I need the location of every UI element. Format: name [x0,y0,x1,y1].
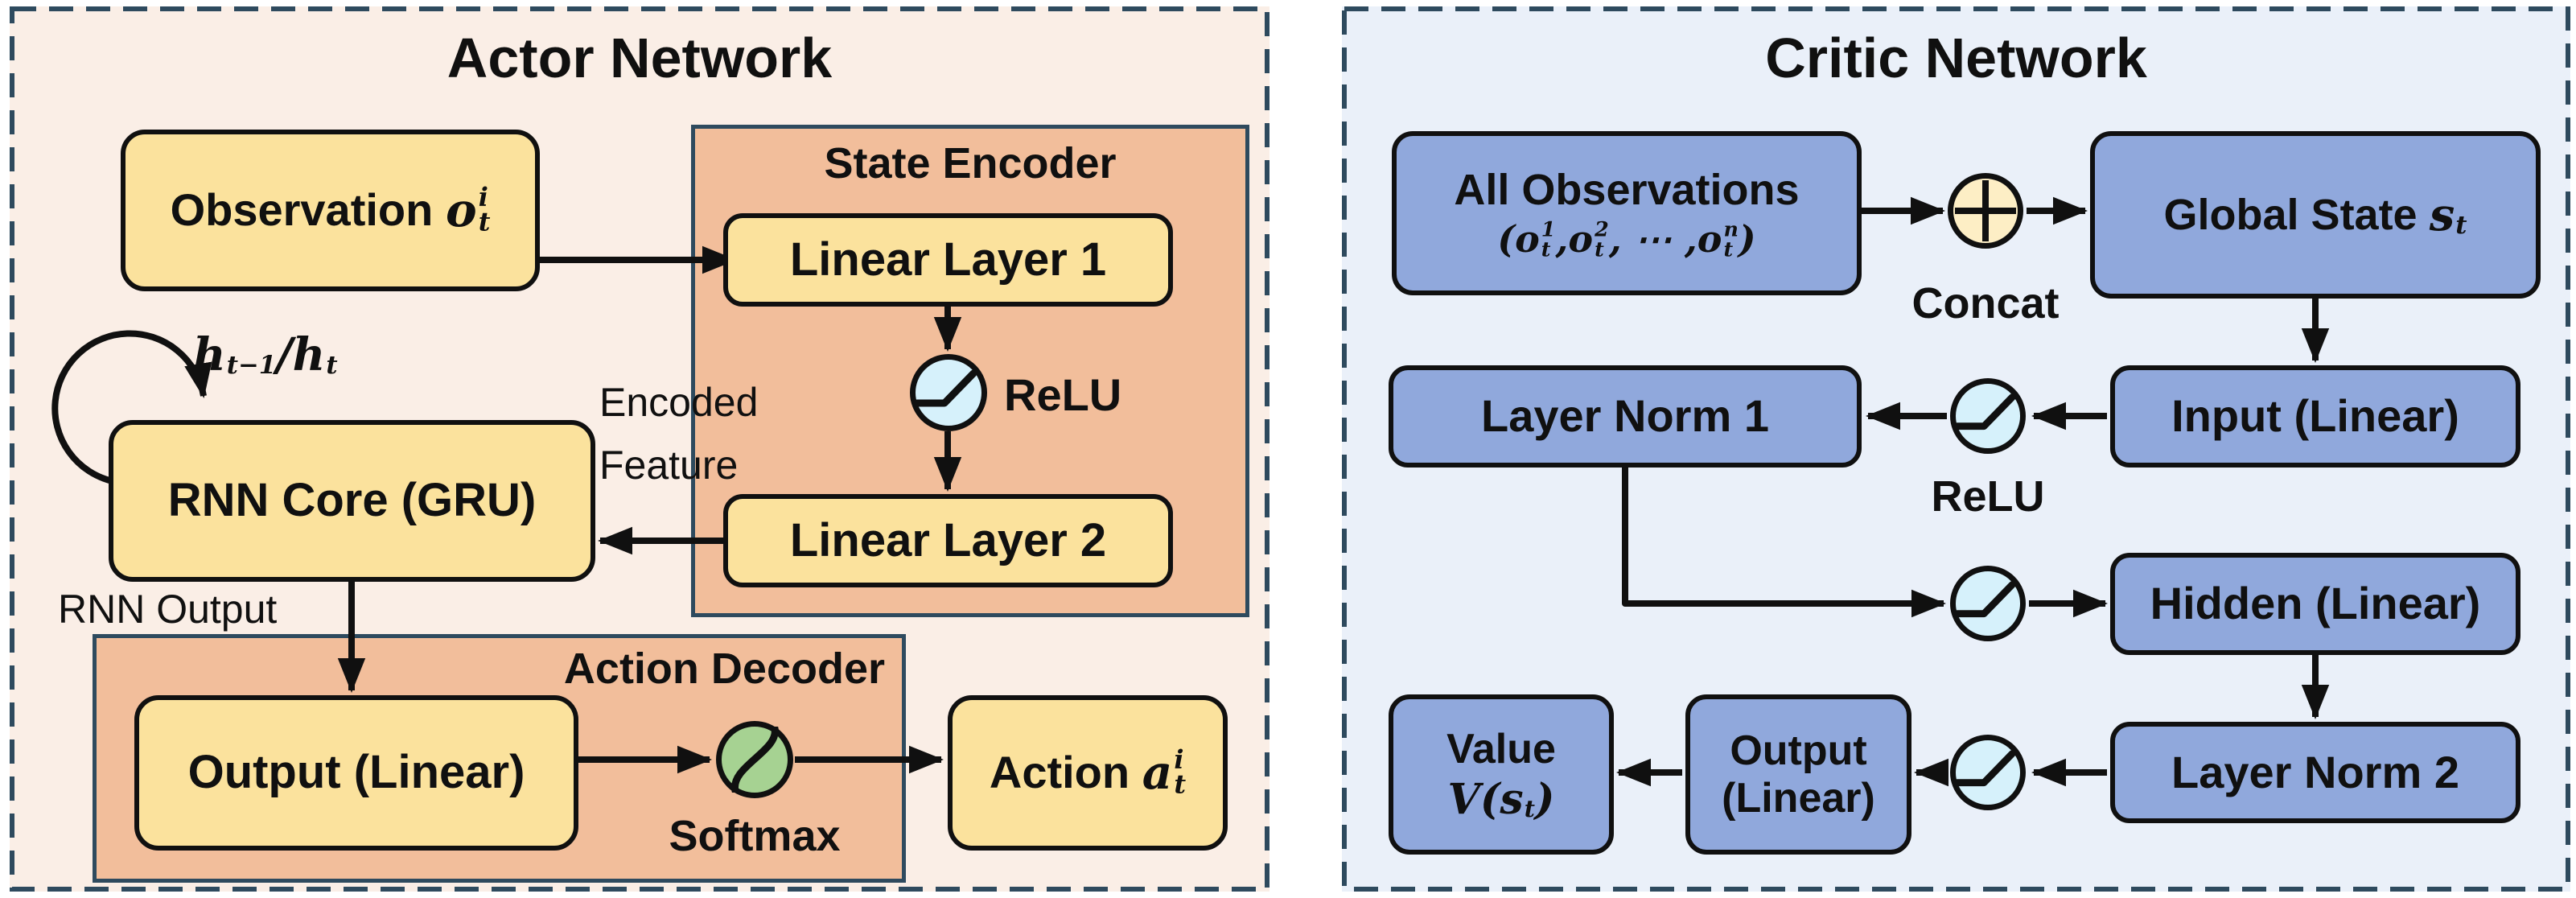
hidden-linear-label: Hidden (Linear) [2150,578,2481,629]
actor-title: Actor Network [446,27,833,89]
arrow-recurrent-loop [51,330,212,484]
relu-icon-3 [1950,735,2026,810]
rnn-output-label: RNN Output [58,587,278,632]
input-linear-box: Input (Linear) [2110,365,2520,468]
hidden-linear-box: Hidden (Linear) [2110,553,2520,655]
state-encoder-title: State Encoder [824,139,1117,187]
encoded-feature-line1: Encoded [599,380,759,425]
output-linear-critic-box: Output (Linear) [1685,694,1911,855]
action-decoder-title: Action Decoder [563,645,885,693]
value-label: Value [1446,726,1556,773]
linear-layer-1-box: Linear Layer 1 [723,213,1173,307]
softmax-icon [716,721,793,798]
output-linear-box: Output (Linear) [134,695,578,851]
output-linear-critic-line2: (Linear) [1722,774,1875,822]
relu-label-critic: ReLU [1931,472,2045,521]
layer-norm-2-label: Layer Norm 2 [2171,746,2459,797]
concat-label: Concat [1911,279,2060,327]
linear-layer-2-box: Linear Layer 2 [723,494,1173,587]
output-linear-label: Output (Linear) [187,746,525,799]
critic-title: Critic Network [1765,27,2147,89]
encoded-feature-line2: Feature [599,442,739,488]
input-linear-label: Input (Linear) [2171,390,2459,442]
relu-icon-2 [1950,566,2026,641]
linear-layer-1-label: Linear Layer 1 [789,233,1107,286]
layer-norm-1-label: Layer Norm 1 [1481,390,1769,442]
relu-icon-1 [1950,378,2026,454]
rnn-core-label: RNN Core (GRU) [167,474,537,527]
observation-label: Observation [170,184,434,236]
arrow-layernorm1-to-relu2 [1622,468,1947,618]
critic-dashed-border [1342,6,2570,892]
softmax-label: Softmax [669,812,841,860]
layer-norm-1-box: Layer Norm 1 [1389,365,1862,468]
layer-norm-2-box: Layer Norm 2 [2110,722,2520,823]
output-linear-critic-line1: Output [1730,727,1867,775]
relu-icon [910,354,987,431]
linear-layer-2-label: Linear Layer 2 [789,513,1107,566]
rnn-core-box: RNN Core (GRU) [109,420,595,582]
concat-icon [1948,173,2023,249]
encoded-feature-label: Encoded Feature [599,372,758,496]
global-state-label: Global State [2163,190,2418,239]
actor-dashed-border [10,6,1269,892]
all-observations-label: All Observations [1454,166,1800,214]
action-label: Action [989,747,1130,798]
relu-label: ReLU [1004,369,1122,420]
